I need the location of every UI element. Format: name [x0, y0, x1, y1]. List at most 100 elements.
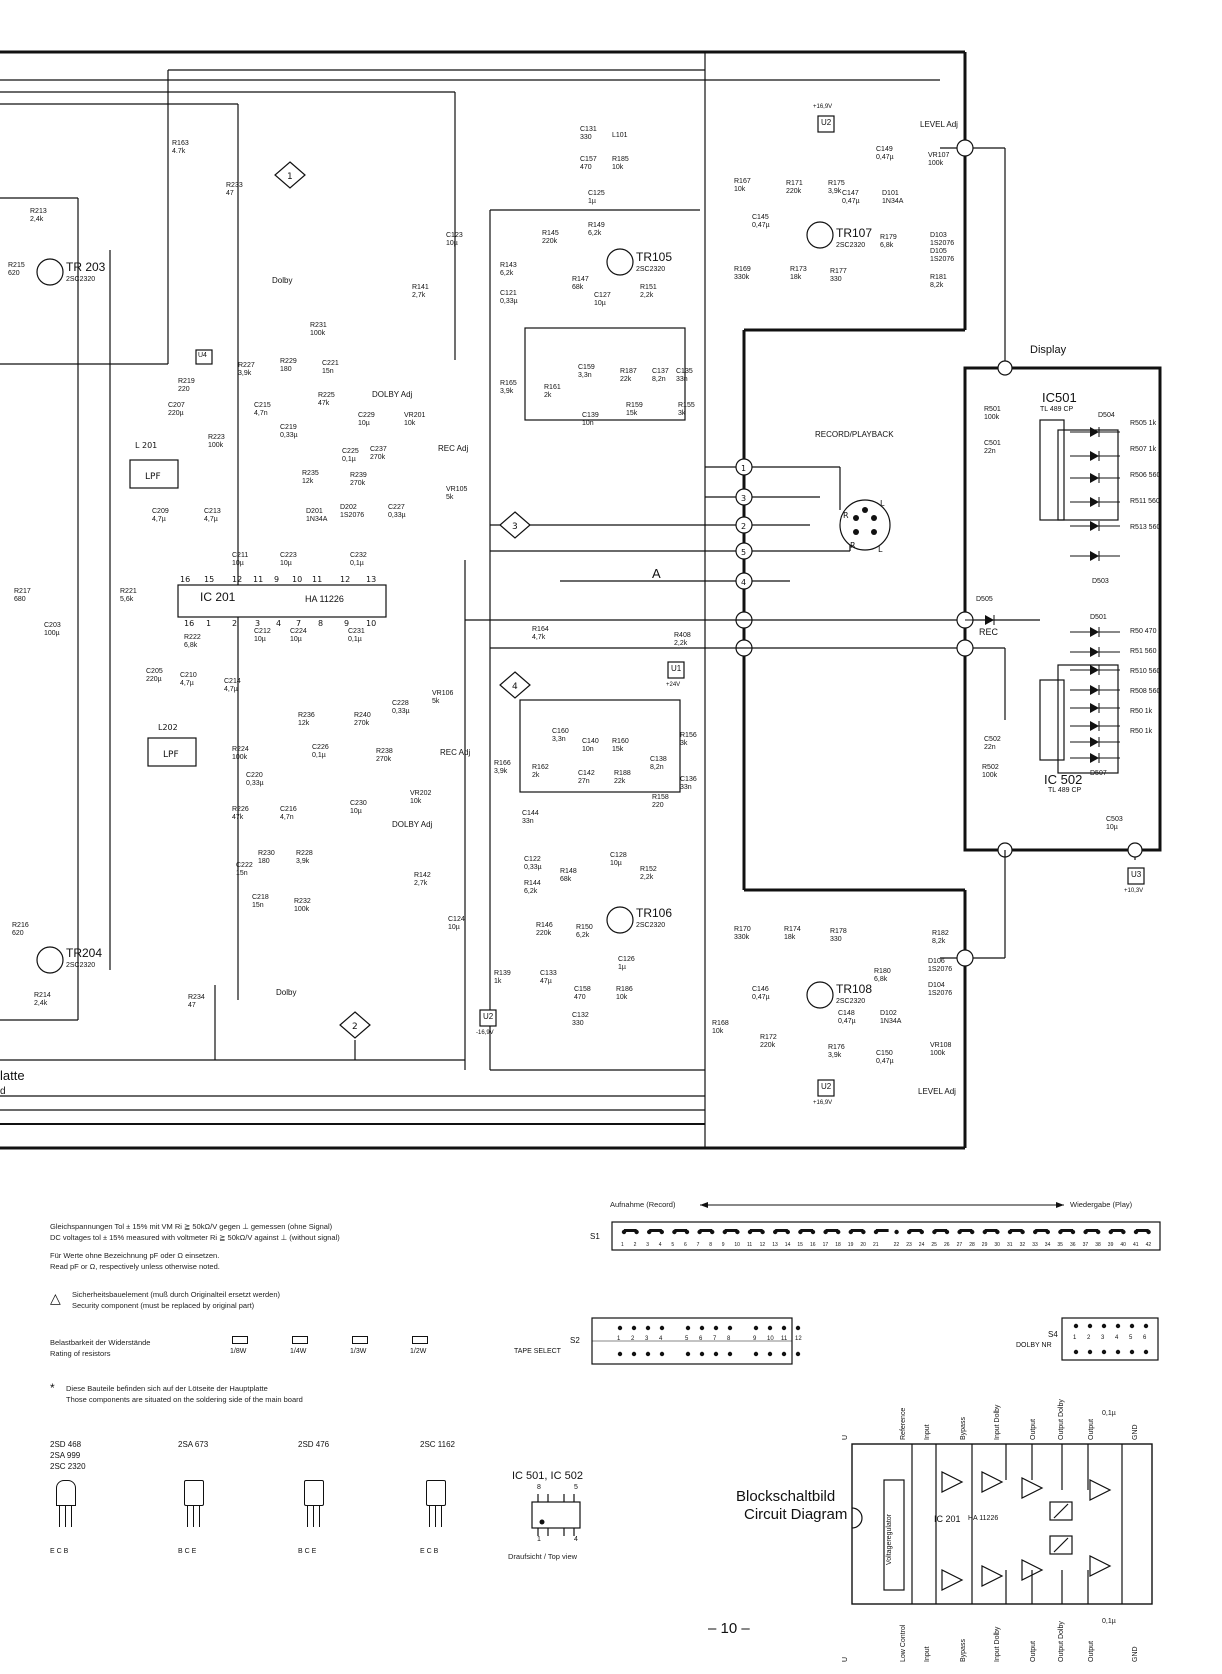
note-units-en: Read pF or Ω, respectively unless otherw…: [50, 1262, 220, 1271]
component-value-vr106: 5k: [432, 698, 440, 705]
block-ic-part: HA 11226: [968, 1515, 999, 1522]
switch-contact: [1070, 1229, 1076, 1235]
component-value-c127: 10µ: [594, 300, 606, 307]
switch-contact: [659, 1325, 665, 1331]
component-ref-r173: R173: [790, 266, 807, 273]
ic-pinout-title: IC 501, IC 502: [512, 1470, 583, 1482]
component-ref-d504: D504: [1098, 412, 1115, 419]
switch-contact: [1143, 1349, 1149, 1355]
component-value-c232: 0,1µ: [350, 560, 364, 567]
block-pin-bottom: U: [842, 1656, 849, 1662]
component-ref-r156: R156: [680, 732, 697, 739]
component-ref-r232: R232: [294, 898, 311, 905]
dolby-adj-bottom-label: DOLBY Adj: [392, 820, 433, 829]
component-value-c219: 0,33µ: [280, 432, 298, 439]
component-value-c211: 10µ: [232, 560, 244, 567]
rec-led-label: REC: [979, 627, 999, 637]
component-value-r180: 6,8k: [874, 976, 888, 983]
transistor-leg: [435, 1505, 436, 1527]
ic-pin-8: 8: [537, 1484, 541, 1491]
svg-text:16: 16: [180, 575, 190, 584]
block-diagram-title-de: Blockschaltbild: [736, 1488, 836, 1505]
component-value-r182: 8,2k: [932, 938, 946, 945]
ic-pin-4: 4: [574, 1536, 578, 1543]
switch-contact: [1087, 1323, 1093, 1329]
s2-pin: 5: [685, 1336, 689, 1342]
component-ref-r181: R181: [930, 274, 947, 281]
switch-bridge: [1060, 1229, 1073, 1232]
component-value-c121: 0,33µ: [500, 298, 518, 305]
tr106-ref: TR106: [636, 906, 673, 920]
switch-bridge: [775, 1229, 788, 1232]
switch-contact: [781, 1325, 787, 1331]
block-diagram: [851, 1443, 1153, 1605]
component-value-c124: 10µ: [448, 924, 460, 931]
switch-contact: [894, 1229, 899, 1235]
u1-box: U1: [671, 664, 682, 673]
switch-contact: [760, 1229, 765, 1235]
component-ref-c135: C135: [676, 368, 693, 375]
component-ref-r226: R226: [232, 806, 249, 813]
switch-bridge: [1085, 1229, 1099, 1232]
tr105-ref: TR105: [636, 250, 673, 264]
ic-dip-pinout: [531, 1494, 581, 1536]
switch-contact: [645, 1351, 651, 1357]
level-adj-bottom-label: LEVEL Adj: [918, 1087, 956, 1096]
note-safety-de: Sicherheitsbauelement (muß durch Origina…: [72, 1290, 281, 1299]
led-resistor-top: R511 560: [1130, 498, 1160, 505]
u4-box: U4: [198, 352, 207, 359]
component-value-c158: 470: [574, 994, 586, 1001]
led-diode: [1070, 665, 1120, 675]
component-ref-c228: C228: [392, 700, 409, 707]
switch-bridge: [699, 1229, 713, 1232]
component-ref-c140: C140: [582, 738, 599, 745]
s1-pin: 1: [621, 1242, 624, 1248]
record-filter-box: [524, 327, 686, 421]
led-diode: [1070, 721, 1120, 731]
component-value-c146: 0,47µ: [752, 994, 770, 1001]
component-value-c205: 220µ: [146, 676, 162, 683]
s1-pin: 2: [633, 1242, 637, 1248]
component-ref-c128: C128: [610, 852, 627, 859]
rec-adj-top-label: REC Adj: [438, 444, 469, 453]
component-value-vr105: 5k: [446, 494, 454, 501]
component-ref-r235: R235: [302, 470, 319, 477]
component-ref-r229: R229: [280, 358, 297, 365]
component-value-r147: 68k: [572, 284, 584, 291]
s1-pin: 27: [956, 1242, 963, 1248]
component-ref-r167: R167: [734, 178, 751, 185]
led-resistor-bottom: R50 1k: [1130, 728, 1153, 735]
transistor-symbols: [36, 221, 834, 1009]
svg-text:3: 3: [741, 494, 746, 503]
transistor-leg: [187, 1505, 188, 1527]
component-ref-c224: C224: [290, 628, 307, 635]
component-ref-d503: D503: [1092, 578, 1109, 585]
led-diode: [1070, 427, 1120, 437]
block-pin-bottom: Output: [1030, 1640, 1037, 1662]
component-ref-c225: C225: [342, 448, 359, 455]
block-pin-bottom: Output Dolby: [1058, 1621, 1065, 1662]
component-value-r165: 3,9k: [500, 388, 514, 395]
component-ref-c139: C139: [582, 412, 599, 419]
s1-pin: 7: [696, 1242, 700, 1248]
switch-contact: [617, 1325, 623, 1331]
component-value-r155: 3k: [678, 410, 686, 417]
component-ref-c124: C124: [448, 916, 465, 923]
component-value-r166: 3,9k: [494, 768, 508, 775]
led-resistor-top: R513 560: [1130, 524, 1161, 531]
transistor-leg: [313, 1505, 314, 1527]
svg-text:16: 16: [184, 619, 194, 628]
s1-pin: 41: [1133, 1242, 1139, 1248]
component-value-r219: 220: [178, 386, 190, 393]
component-ref-r214: R214: [34, 992, 51, 999]
transistor-pin-order: E C B: [50, 1548, 69, 1555]
svg-text:13: 13: [366, 575, 376, 584]
component-ref-r186: R186: [616, 986, 633, 993]
component-value-r167: 10k: [734, 186, 746, 193]
component-value-c140: 10n: [582, 746, 594, 753]
ic201-body: [177, 584, 387, 618]
point-a-label: A: [652, 566, 661, 581]
component-ref-r169: R169: [734, 266, 751, 273]
component-ref-c148: C148: [838, 1010, 855, 1017]
